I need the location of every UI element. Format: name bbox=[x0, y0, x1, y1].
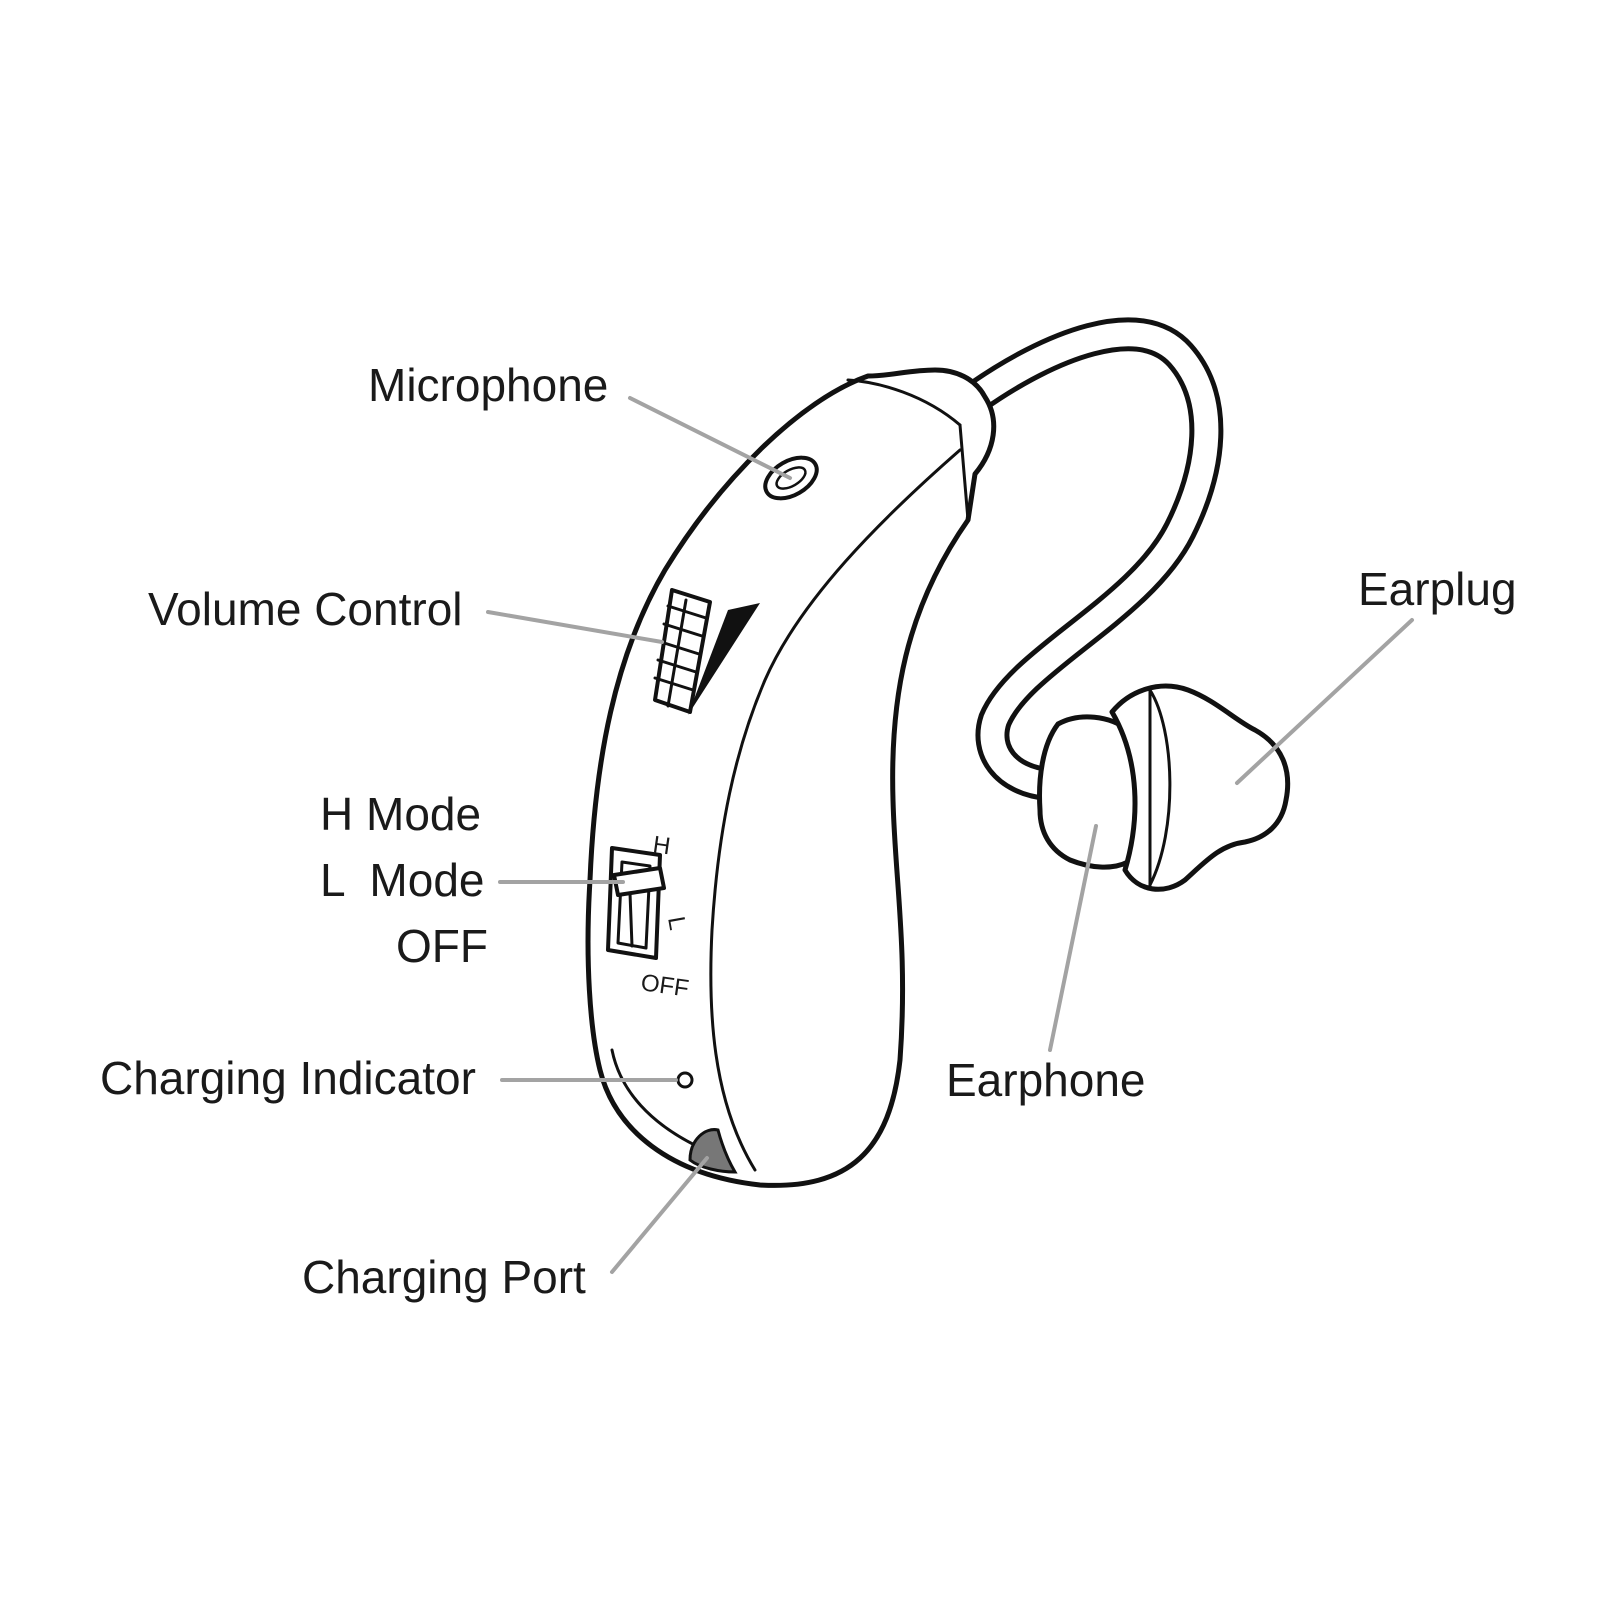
mode-switch-icon bbox=[606, 846, 666, 960]
volume-level-wedge bbox=[688, 603, 760, 715]
label-charging-indicator: Charging Indicator bbox=[100, 1052, 476, 1104]
switch-marking-l: L bbox=[662, 914, 691, 932]
earplug-leader bbox=[1235, 618, 1414, 785]
label-off: OFF bbox=[396, 920, 488, 972]
device-body bbox=[585, 367, 997, 1188]
label-l-mode: L Mode bbox=[320, 854, 485, 906]
microphone-leader bbox=[628, 396, 792, 480]
volume-wheel-icon bbox=[653, 588, 712, 714]
ear-tube bbox=[958, 317, 1224, 801]
charging-port-icon bbox=[688, 1128, 738, 1174]
charging-indicator-light bbox=[676, 1071, 694, 1089]
earphone-leader bbox=[1048, 824, 1098, 1052]
earplug-icon bbox=[1109, 683, 1291, 892]
switch-marking-h: H bbox=[651, 831, 672, 860]
volume-control-leader bbox=[486, 610, 664, 644]
label-volume-control: Volume Control bbox=[148, 583, 463, 635]
switch-marking-off: OFF bbox=[639, 969, 690, 1002]
label-charging-port: Charging Port bbox=[302, 1251, 586, 1303]
label-h-mode: H Mode bbox=[320, 788, 481, 840]
label-earplug: Earplug bbox=[1358, 563, 1517, 615]
charging-port-leader bbox=[610, 1156, 709, 1274]
label-earphone: Earphone bbox=[946, 1054, 1146, 1106]
label-microphone: Microphone bbox=[368, 359, 608, 411]
